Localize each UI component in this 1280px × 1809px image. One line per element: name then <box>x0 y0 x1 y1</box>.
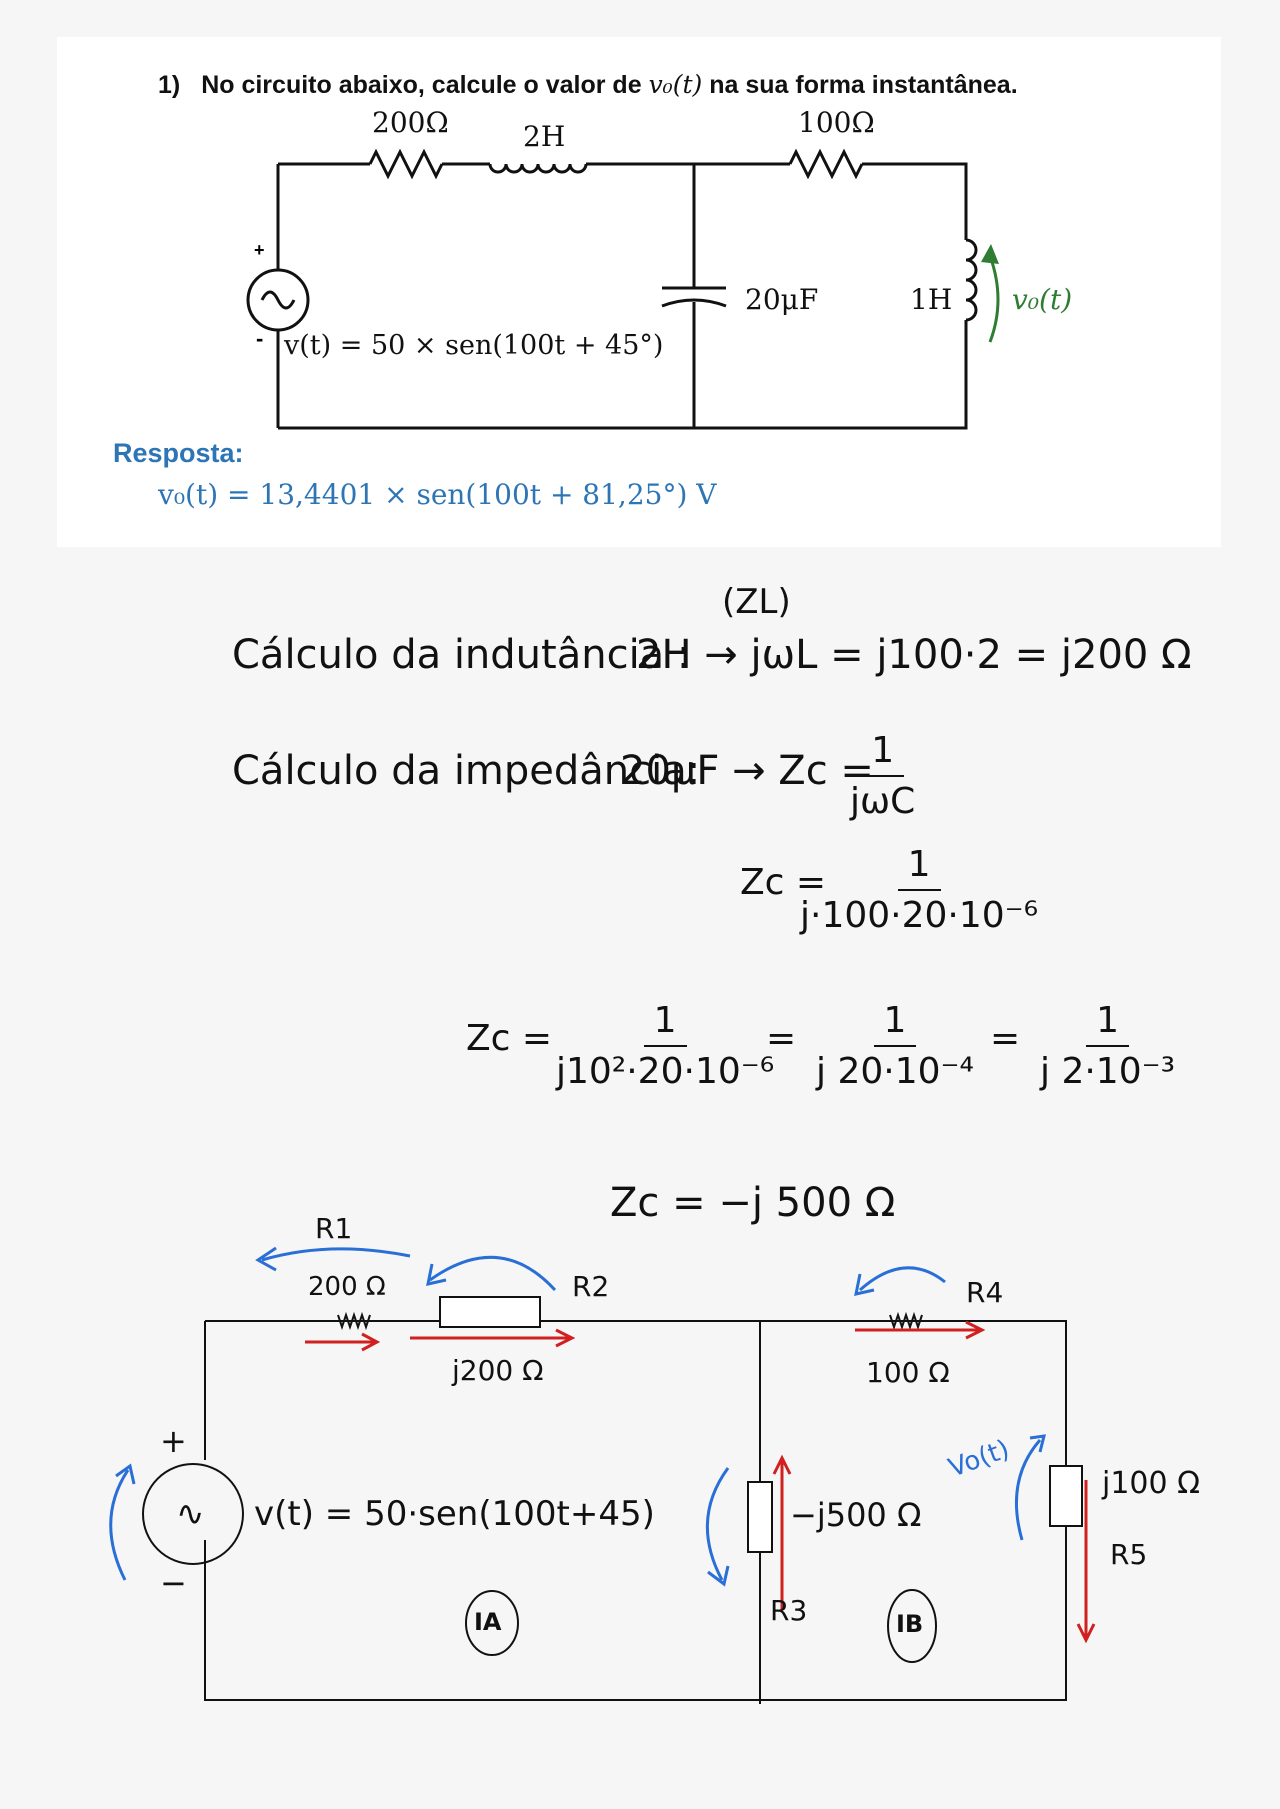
inductance-label: Cálculo da indutância : <box>232 632 691 678</box>
sketch-source-symbol: ∿ <box>176 1494 205 1534</box>
problem-card <box>57 37 1221 547</box>
fraction-line3-c-num: 1 <box>1086 1000 1129 1047</box>
zc-line2-lhs: Zc = <box>740 862 827 903</box>
zl-tag: (ZL) <box>722 582 791 622</box>
sketch-r5-tag: R5 <box>1110 1538 1148 1571</box>
blue-arrow-r1 <box>255 1246 411 1272</box>
blue-arrow-l2 <box>1015 1434 1046 1541</box>
red-arrow-r4 <box>855 1320 986 1340</box>
resistor-200-zigzag <box>368 148 444 180</box>
blue-arrow-r4 <box>854 1266 946 1296</box>
fraction-line2: 1 j·100·20·10⁻⁶ <box>790 844 1048 936</box>
source-minus: - <box>256 326 264 351</box>
mesh-a-ring <box>465 1590 519 1656</box>
mesh-b-ring <box>887 1589 937 1663</box>
red-arrow-r1 <box>305 1332 381 1352</box>
sketch-c-box <box>747 1481 773 1553</box>
sketch-l1-value: j200 Ω <box>452 1354 544 1387</box>
resistor-100-zigzag <box>788 148 864 180</box>
sketch-source-circle <box>142 1463 244 1565</box>
sketch-mesh-b: IB <box>896 1610 924 1638</box>
label-vo: v₀(t) <box>1012 283 1073 316</box>
wire-right-bottom <box>278 320 968 430</box>
question-text-before: No circuito abaixo, calcule o valor de <box>201 71 642 99</box>
inductor-2h-coil <box>488 163 588 174</box>
label-2h: 2H <box>523 120 566 153</box>
equals-1: = <box>766 1018 797 1059</box>
impedance-pre: 20μF → Zc = <box>620 748 874 794</box>
zc-result: Zc = −j 500 Ω <box>610 1180 896 1226</box>
red-arrow-l2 <box>1076 1480 1096 1644</box>
impedance-label: Cálculo da impedância: <box>232 748 701 794</box>
sketch-r4-value: 100 Ω <box>866 1356 950 1389</box>
sketch-l2-box <box>1049 1465 1083 1527</box>
question-text-after: na sua forma instantânea. <box>709 71 1018 99</box>
fraction-jwc: 1 jωC <box>840 730 925 822</box>
sketch-l1-box <box>439 1296 541 1328</box>
blue-arrow-l1 <box>426 1255 557 1292</box>
sketch-circuit-diagram <box>109 1246 1096 1704</box>
source-circle <box>246 268 310 332</box>
inductor-1h-coil <box>965 238 978 322</box>
equals-2: = <box>990 1018 1021 1059</box>
fraction-line2-den: j·100·20·10⁻⁶ <box>800 895 1039 936</box>
blue-arrow-source <box>109 1463 136 1581</box>
fraction-jwc-den: jωC <box>850 781 916 822</box>
wire-top-right <box>862 162 968 240</box>
label-source: v(t) = 50 × sen(100t + 45°) <box>284 330 664 361</box>
fraction-line3-c: 1 j 2·10⁻³ <box>1030 1000 1185 1092</box>
zc-line3-lhs: Zc = <box>466 1018 553 1059</box>
sketch-r3-tag: R3 <box>770 1594 808 1627</box>
question-title: 1) No circuito abaixo, calcule o valor d… <box>158 70 1018 100</box>
fraction-line3-b-den: j 20·10⁻⁴ <box>816 1051 974 1092</box>
fraction-line3-b-num: 1 <box>873 1000 917 1047</box>
fraction-line3-a-num: 1 <box>643 1000 687 1047</box>
sketch-mesh-a: IA <box>474 1608 502 1636</box>
vo-arrowhead <box>981 244 999 264</box>
answer-heading: Resposta: <box>113 438 244 468</box>
sketch-plus: + <box>160 1422 187 1460</box>
vo-arrow <box>988 255 1000 343</box>
question-number: 1) <box>158 71 181 99</box>
inductance-calc: 2H → jωL = j100·2 = j200 Ω <box>636 632 1192 678</box>
sketch-source-eq: v(t) = 50·sen(100t+45) <box>254 1494 655 1534</box>
fraction-line3-a-den: j10²·20·10⁻⁶ <box>556 1051 775 1092</box>
label-20uf: 20μF <box>745 283 819 316</box>
sketch-r4-tag: R4 <box>966 1276 1004 1309</box>
sketch-l2-value: j100 Ω <box>1102 1466 1201 1501</box>
red-arrow-l1 <box>410 1328 576 1348</box>
answer-value: v₀(t) = 13,4401 × sen(100t + 81,25°) V <box>158 478 717 511</box>
sketch-r4-zigzag <box>889 1311 923 1331</box>
fraction-line3-a: 1 j10²·20·10⁻⁶ <box>546 1000 784 1092</box>
source-plus: + <box>254 240 265 260</box>
sketch-r1-zigzag <box>337 1311 371 1331</box>
sketch-c-value: −j500 Ω <box>790 1496 922 1534</box>
fraction-line2-num: 1 <box>897 844 941 891</box>
fraction-jwc-num: 1 <box>861 730 905 777</box>
printed-circuit-diagram <box>246 148 1000 430</box>
fraction-line3-b: 1 j 20·10⁻⁴ <box>806 1000 984 1092</box>
red-arrow-c <box>772 1454 792 1610</box>
blue-arrow-c <box>705 1467 730 1587</box>
capacitor-plate-bottom <box>661 298 727 308</box>
sketch-r1-value: 200 Ω <box>308 1272 386 1302</box>
label-100-ohm: 100Ω <box>798 106 875 139</box>
sketch-r1-tag: R1 <box>315 1212 353 1245</box>
question-math: v₀(t) <box>648 70 703 99</box>
sketch-r2-tag: R2 <box>572 1270 610 1303</box>
source-sine <box>260 290 296 310</box>
label-1h: 1H <box>910 283 953 316</box>
fraction-line3-c-den: j 2·10⁻³ <box>1040 1051 1176 1092</box>
label-200-ohm: 200Ω <box>372 106 449 139</box>
sketch-minus: − <box>160 1564 187 1602</box>
